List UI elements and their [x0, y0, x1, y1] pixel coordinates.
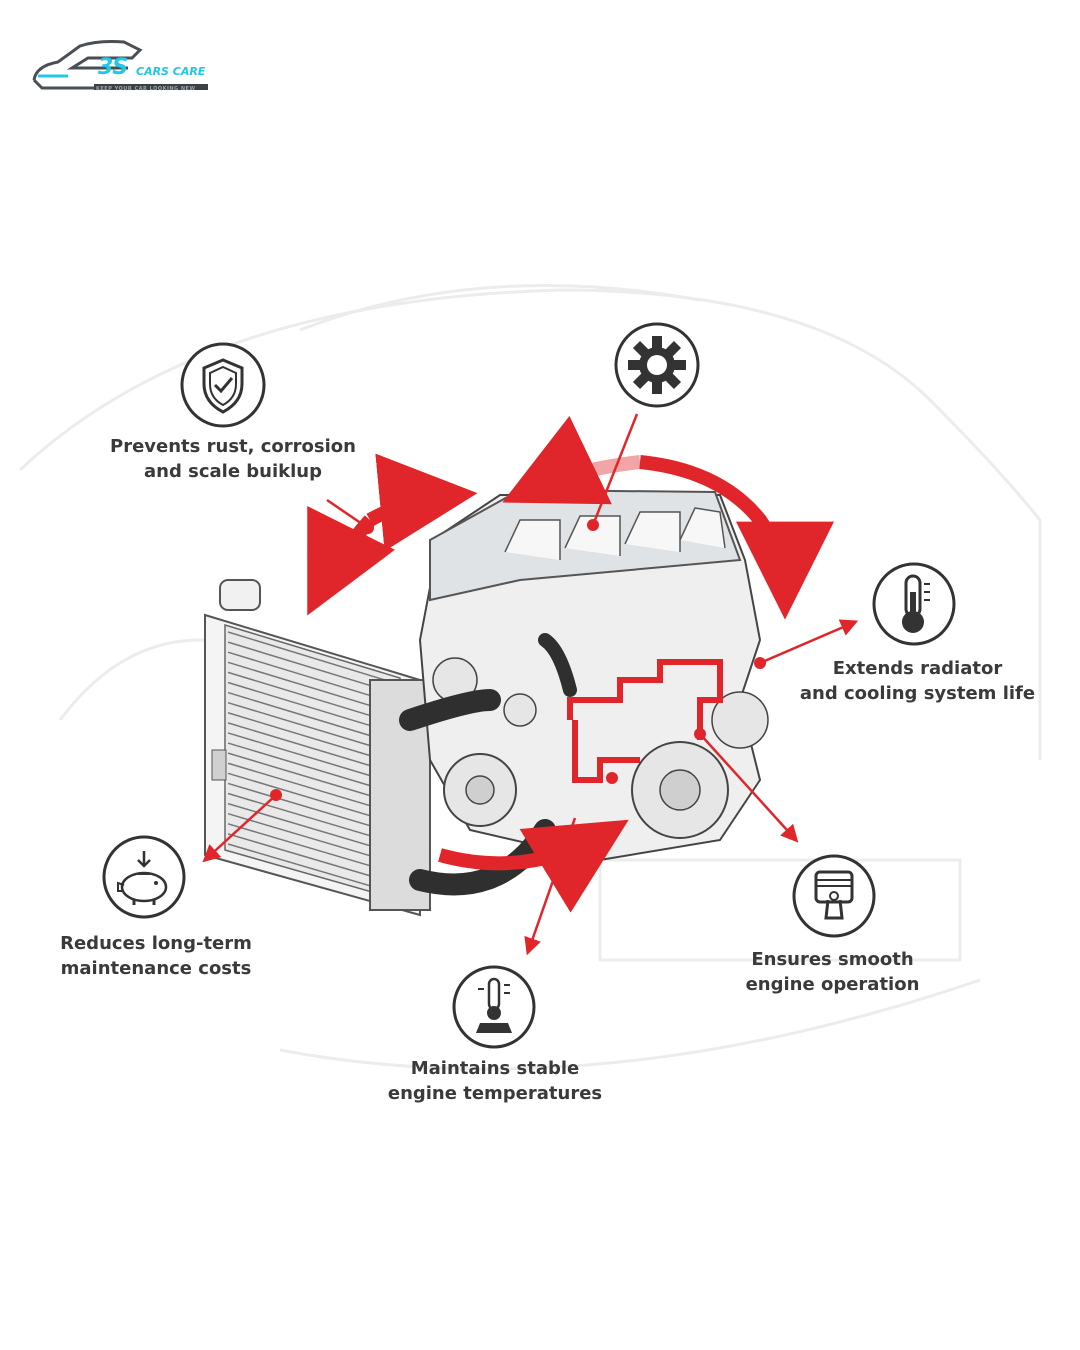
caption-stable-temperatures: Maintains stable engine temperatures — [387, 1058, 603, 1104]
temperature-gauge-icon — [452, 965, 536, 1049]
gear-tooth — [652, 336, 662, 348]
caption-smooth-operation: Ensures smooth engine operation — [745, 949, 920, 995]
car-logo-icon — [32, 40, 208, 90]
caption-extends-radiator-life: Extends radiator and cooling system life — [799, 658, 1036, 704]
callout-dots — [270, 519, 766, 801]
brand-logo: 3S CARS CARE KEEP YOUR CAR LOOKING NEW — [28, 36, 218, 98]
shield-check-icon — [180, 342, 266, 428]
callout-line-costs — [202, 794, 277, 863]
logo-sub-text: CARS CARE — [136, 65, 206, 78]
caption-prevents-rust: Prevents rust, corrosion and scale buikl… — [110, 436, 356, 482]
gear-tooth — [652, 382, 662, 394]
callout-line-rust — [326, 498, 369, 530]
engine-block — [399, 488, 769, 896]
callout-line-temp — [524, 817, 577, 956]
radiator-fin — [227, 631, 399, 685]
caption-reduces-costs: Reduces long-term maintenance costs — [60, 933, 252, 979]
gear-tooth — [628, 360, 640, 370]
gear-tooth — [674, 360, 686, 370]
callout-line-gear — [591, 413, 639, 526]
callout-lines — [202, 413, 859, 956]
piggy-bank-icon — [102, 835, 186, 919]
callout-line-smooth — [699, 733, 799, 843]
piston-icon — [792, 854, 876, 938]
logo-brand-text: 3S — [98, 55, 128, 80]
callout-line-radiator — [759, 619, 859, 665]
thermometer-icon — [872, 562, 956, 646]
radiator — [204, 579, 431, 917]
gear-icon — [614, 322, 700, 408]
logo-tagline: KEEP YOUR CAR LOOKING NEW — [96, 86, 196, 92]
